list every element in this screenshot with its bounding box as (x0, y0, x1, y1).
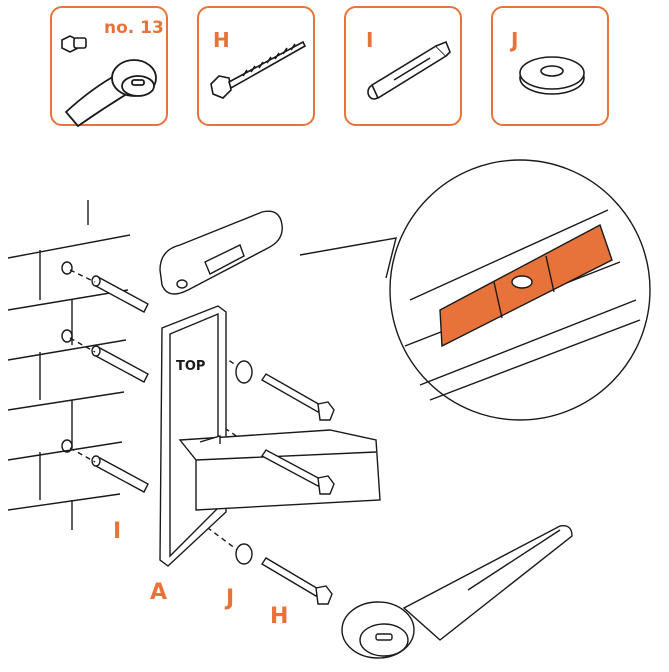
part-box-tool: no. 13 (50, 6, 168, 128)
hex-screw-icon (210, 40, 307, 99)
part-label-tool: no. 13 (104, 18, 164, 38)
wall-plug-icon (367, 40, 451, 100)
part-box-H: H (197, 6, 315, 126)
level-callout (299, 159, 651, 421)
socket-wrench (341, 525, 573, 659)
plug-label: I (113, 519, 122, 544)
washer-label: J (226, 586, 235, 611)
bracket-arm (178, 429, 381, 511)
part-label-I: I (366, 28, 374, 52)
wall-bracket (159, 305, 227, 567)
part-box-J: J (491, 6, 609, 126)
socket-wrench-icon (61, 35, 157, 128)
screw-group (260, 373, 335, 605)
callout-detail (404, 209, 641, 401)
screw-label: H (270, 604, 289, 629)
bracket-label: A (150, 580, 168, 605)
part-label-J: J (511, 28, 519, 52)
wall-plug-group (91, 275, 149, 493)
spirit-level-clip (159, 210, 283, 295)
washer-icon (519, 56, 585, 95)
brick-wall (7, 200, 131, 530)
part-box-I: I (344, 6, 462, 126)
bracket-top-label: TOP (176, 359, 206, 374)
part-label-H: H (213, 28, 230, 52)
